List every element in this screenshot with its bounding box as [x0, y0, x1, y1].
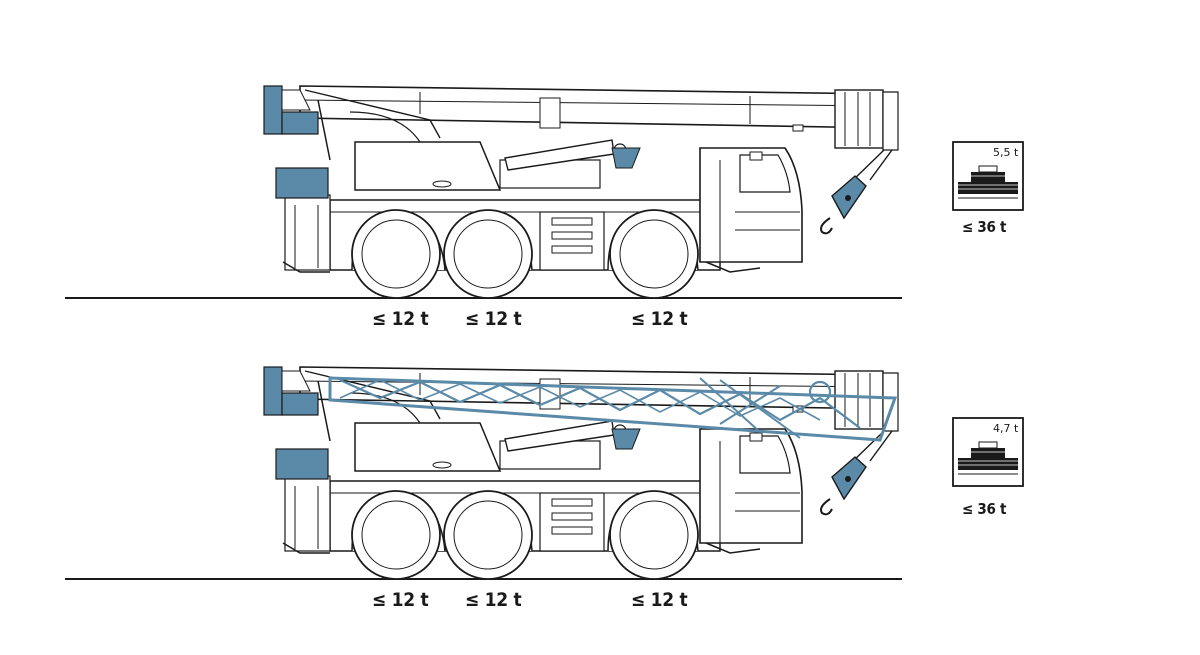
- axle-load-2-3: ≤ 12 t: [631, 589, 688, 611]
- axle-load-1-1: ≤ 12 t: [372, 308, 429, 330]
- ballast-value-2: 4,7 t: [993, 422, 1019, 435]
- total-ballast-2: ≤ 36 t: [962, 500, 1007, 518]
- axle-load-2-2: ≤ 12 t: [465, 589, 522, 611]
- ballast-value-1: 5,5 t: [993, 146, 1019, 159]
- axle-load-1-2: ≤ 12 t: [465, 308, 522, 330]
- crane-config-1: [64, 85, 903, 299]
- total-ballast-1: ≤ 36 t: [962, 218, 1007, 236]
- axle-load-2-1: ≤ 12 t: [372, 589, 429, 611]
- axle-load-1-3: ≤ 12 t: [631, 308, 688, 330]
